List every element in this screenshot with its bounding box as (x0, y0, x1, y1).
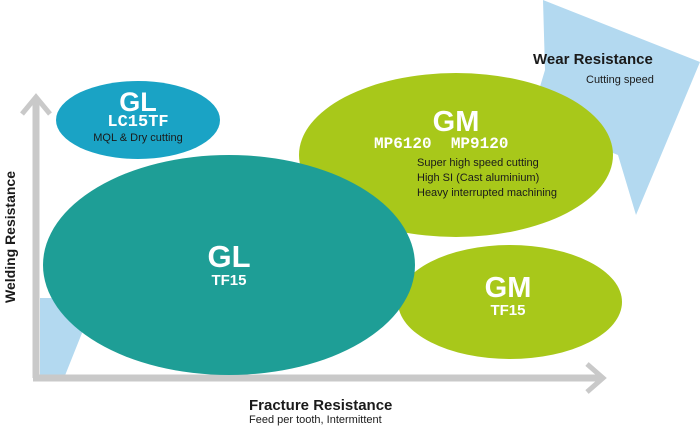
gl-lc15tf-code: GL (119, 87, 157, 117)
gm-tf15-code: GM (484, 272, 532, 304)
gl-lc15tf-ellipse (56, 81, 220, 159)
gl-tf15-ellipse (43, 155, 415, 375)
gl-lc15tf-grade: LC15TF (107, 113, 169, 132)
gm-tf15-grade: TF15 (490, 302, 526, 319)
gm-mp-line-1: Super high speed cutting (417, 157, 539, 169)
y-axis-arrowhead (20, 93, 52, 116)
gm-mp-ellipse (299, 73, 613, 237)
gm-mp-line-2: High SI (Cast aluminium) (417, 172, 540, 184)
wear-resistance-subtitle: Cutting speed (586, 74, 654, 86)
x-axis-title: Fracture Resistance (249, 397, 393, 414)
wear-resistance-title: Wear Resistance (533, 51, 653, 68)
x-axis-arrowhead (585, 362, 607, 394)
wear-resistance-arrow (530, 0, 700, 215)
gl-tf15-grade: TF15 (211, 272, 247, 289)
gl-lc15tf-desc: MQL & Dry cutting (93, 132, 183, 144)
gm-mp-grade: MP6120 MP9120 (374, 135, 509, 153)
gm-tf15-ellipse (398, 245, 622, 359)
x-axis-subtitle: Feed per tooth, Intermittent (249, 414, 382, 426)
y-axis-title: Welding Resistance (2, 170, 18, 303)
gl-tf15-code: GL (207, 239, 251, 274)
gm-mp-line-3: Heavy interrupted machining (417, 187, 558, 199)
gm-mp-code: GM (432, 106, 480, 138)
